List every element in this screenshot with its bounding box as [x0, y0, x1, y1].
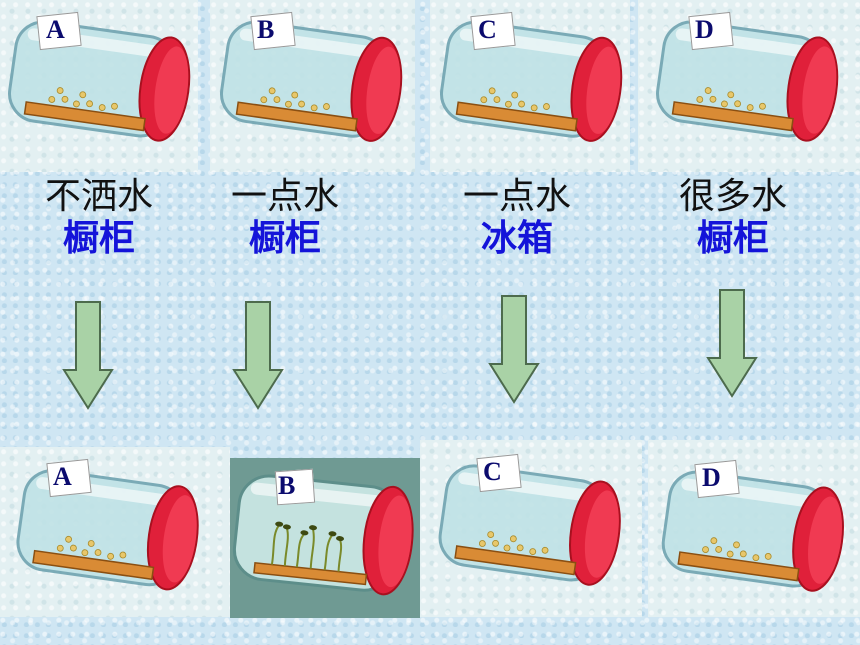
- top-panel-b: B: [210, 0, 415, 172]
- jar-illustration: [8, 20, 191, 142]
- jar-letter-c: C: [478, 15, 497, 44]
- bottom-panel-b: B: [230, 458, 420, 618]
- jar-illustration: [440, 20, 623, 142]
- condition-c: 一点水 冰箱: [432, 176, 602, 260]
- water-amount: 一点水: [462, 176, 571, 217]
- storage-place: 橱柜: [62, 218, 135, 259]
- condition-a: 不洒水 橱柜: [14, 176, 184, 260]
- jar-sprouted-illustration: [232, 474, 414, 596]
- down-arrow-icon: [488, 295, 540, 404]
- bottom-panel-c: C: [420, 440, 642, 617]
- condition-d: 很多水 橱柜: [648, 176, 818, 260]
- jar-letter-d: D: [695, 15, 714, 44]
- down-arrow-icon: [62, 301, 114, 410]
- top-panel-d: D: [638, 0, 860, 172]
- top-panel-a: A: [0, 0, 198, 172]
- jar-letter-a: A: [53, 462, 72, 491]
- water-amount: 不洒水: [44, 176, 153, 217]
- down-arrow-icon: [232, 301, 284, 410]
- water-amount: 一点水: [230, 176, 339, 217]
- bottom-panel-d: D: [648, 440, 860, 617]
- condition-b: 一点水 橱柜: [200, 176, 370, 260]
- jar-illustration: [16, 469, 199, 591]
- jar-letter-c: C: [483, 457, 502, 486]
- water-amount: 很多水: [678, 176, 787, 217]
- jar-illustration: [220, 20, 403, 142]
- jar-letter-b: B: [278, 471, 296, 500]
- jar-letter-b: B: [257, 15, 275, 44]
- jar-illustration: [661, 470, 844, 592]
- storage-place: 橱柜: [248, 218, 321, 259]
- jar-illustration: [656, 20, 839, 142]
- storage-place: 橱柜: [696, 218, 769, 259]
- bottom-panel-a: A: [0, 447, 230, 617]
- jar-illustration: [438, 464, 621, 586]
- jar-letter-a: A: [46, 15, 65, 44]
- down-arrow-icon: [706, 289, 758, 398]
- top-panel-c: C: [430, 0, 630, 172]
- storage-place: 冰箱: [480, 218, 553, 259]
- jar-letter-d: D: [702, 463, 721, 492]
